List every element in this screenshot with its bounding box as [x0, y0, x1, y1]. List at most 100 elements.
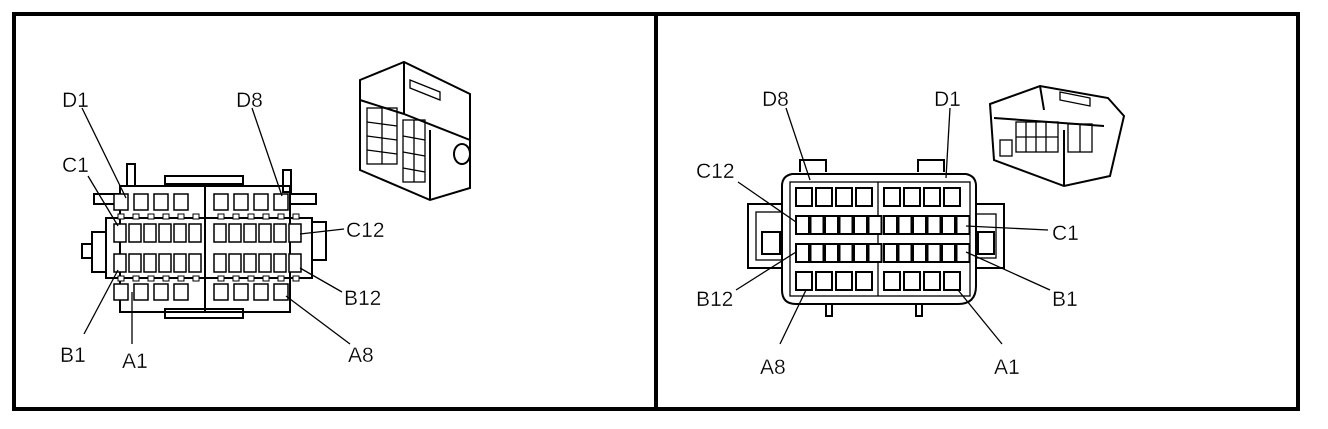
cavity-c — [853, 215, 868, 235]
right-label-c1: C1 — [1052, 222, 1079, 245]
cavity-d — [903, 187, 921, 207]
cavity-c — [143, 223, 157, 243]
cavity-a — [253, 283, 269, 301]
cavity-c — [243, 223, 257, 243]
right-connector-body — [747, 159, 1005, 317]
latch-mark — [292, 213, 300, 220]
cavity-b — [288, 253, 302, 273]
cavity-c — [795, 215, 810, 235]
cavity-d — [273, 193, 289, 211]
latch-mark — [262, 213, 270, 220]
cavity-c — [228, 223, 242, 243]
latch-mark — [132, 213, 140, 220]
cavity-c — [912, 215, 927, 235]
cavity-b — [213, 253, 227, 273]
cavity-b — [809, 243, 825, 263]
cavity-b — [158, 253, 172, 273]
cavity-a — [855, 271, 873, 291]
cavity-a — [133, 283, 149, 301]
right-label-a1: A1 — [994, 356, 1020, 379]
cavity-b — [173, 253, 187, 273]
cavity-a — [213, 283, 229, 301]
latch-mark — [132, 275, 140, 282]
cavity-c — [955, 215, 971, 235]
right-leader-lines — [735, 107, 1051, 345]
right-label-b1: B1 — [1052, 288, 1078, 311]
cavity-b — [897, 243, 913, 263]
cavity-c — [173, 223, 187, 243]
cavity-d — [923, 187, 941, 207]
cavity-d — [153, 193, 169, 211]
right-panel: D8 D1 C12 C1 B12 B1 A8 A1 — [696, 84, 1126, 379]
cavity-d — [253, 193, 269, 211]
left-label-b1: B1 — [60, 344, 86, 367]
left-label-a8: A8 — [348, 344, 374, 367]
latch-mark — [162, 213, 170, 220]
cavity-c — [809, 215, 825, 235]
cavity-c — [941, 215, 956, 235]
cavity-c — [128, 223, 142, 243]
cavity-a — [273, 283, 289, 301]
cavity-a — [153, 283, 169, 301]
cavity-a — [835, 271, 853, 291]
cavity-a — [883, 271, 901, 291]
left-label-c12: C12 — [346, 219, 385, 242]
cavity-c — [158, 223, 172, 243]
cavity-b — [883, 243, 898, 263]
latch-mark — [147, 275, 155, 282]
cavity-b — [867, 243, 883, 263]
cavity-b — [926, 243, 942, 263]
left-label-d1: D1 — [62, 89, 89, 112]
cavity-b — [853, 243, 868, 263]
cavity-c — [258, 223, 272, 243]
cavity-b — [143, 253, 157, 273]
cavity-d — [113, 193, 129, 211]
cavity-c — [824, 215, 839, 235]
cavity-d — [835, 187, 853, 207]
cavity-b — [128, 253, 142, 273]
cavity-c — [288, 223, 302, 243]
latch-mark — [192, 213, 200, 220]
left-cavity-grid — [113, 193, 302, 301]
latch-mark — [217, 275, 225, 282]
cavity-d — [815, 187, 833, 207]
left-connector-body — [81, 163, 327, 319]
cavity-b — [243, 253, 257, 273]
latch-mark — [117, 275, 125, 282]
cavity-c — [838, 215, 854, 235]
left-isometric-sketch — [359, 60, 471, 202]
cavity-b — [795, 243, 810, 263]
left-label-b12: B12 — [344, 287, 381, 310]
right-cavity-grid — [795, 187, 971, 291]
cavity-d — [943, 187, 961, 207]
cavity-b — [113, 253, 127, 273]
cavity-b — [228, 253, 242, 273]
cavity-d — [213, 193, 229, 211]
right-label-c12: C12 — [696, 160, 735, 183]
cavity-d — [855, 187, 873, 207]
latch-mark — [262, 275, 270, 282]
left-label-a1: A1 — [122, 350, 148, 373]
cavity-a — [923, 271, 941, 291]
cavity-b — [273, 253, 287, 273]
latch-mark — [247, 275, 255, 282]
latch-mark — [232, 275, 240, 282]
cavity-c — [188, 223, 202, 243]
cavity-c — [113, 223, 127, 243]
cavity-d — [883, 187, 901, 207]
cavity-c — [213, 223, 227, 243]
cavity-c — [926, 215, 942, 235]
latch-mark — [177, 213, 185, 220]
cavity-c — [867, 215, 883, 235]
right-label-d8: D8 — [762, 88, 789, 111]
cavity-a — [903, 271, 921, 291]
cavity-d — [233, 193, 249, 211]
latch-mark — [177, 275, 185, 282]
cavity-b — [188, 253, 202, 273]
cavity-b — [912, 243, 927, 263]
cavity-b — [838, 243, 854, 263]
cavity-b — [824, 243, 839, 263]
latch-mark — [147, 213, 155, 220]
cavity-a — [943, 271, 961, 291]
left-label-d8: D8 — [236, 89, 263, 112]
